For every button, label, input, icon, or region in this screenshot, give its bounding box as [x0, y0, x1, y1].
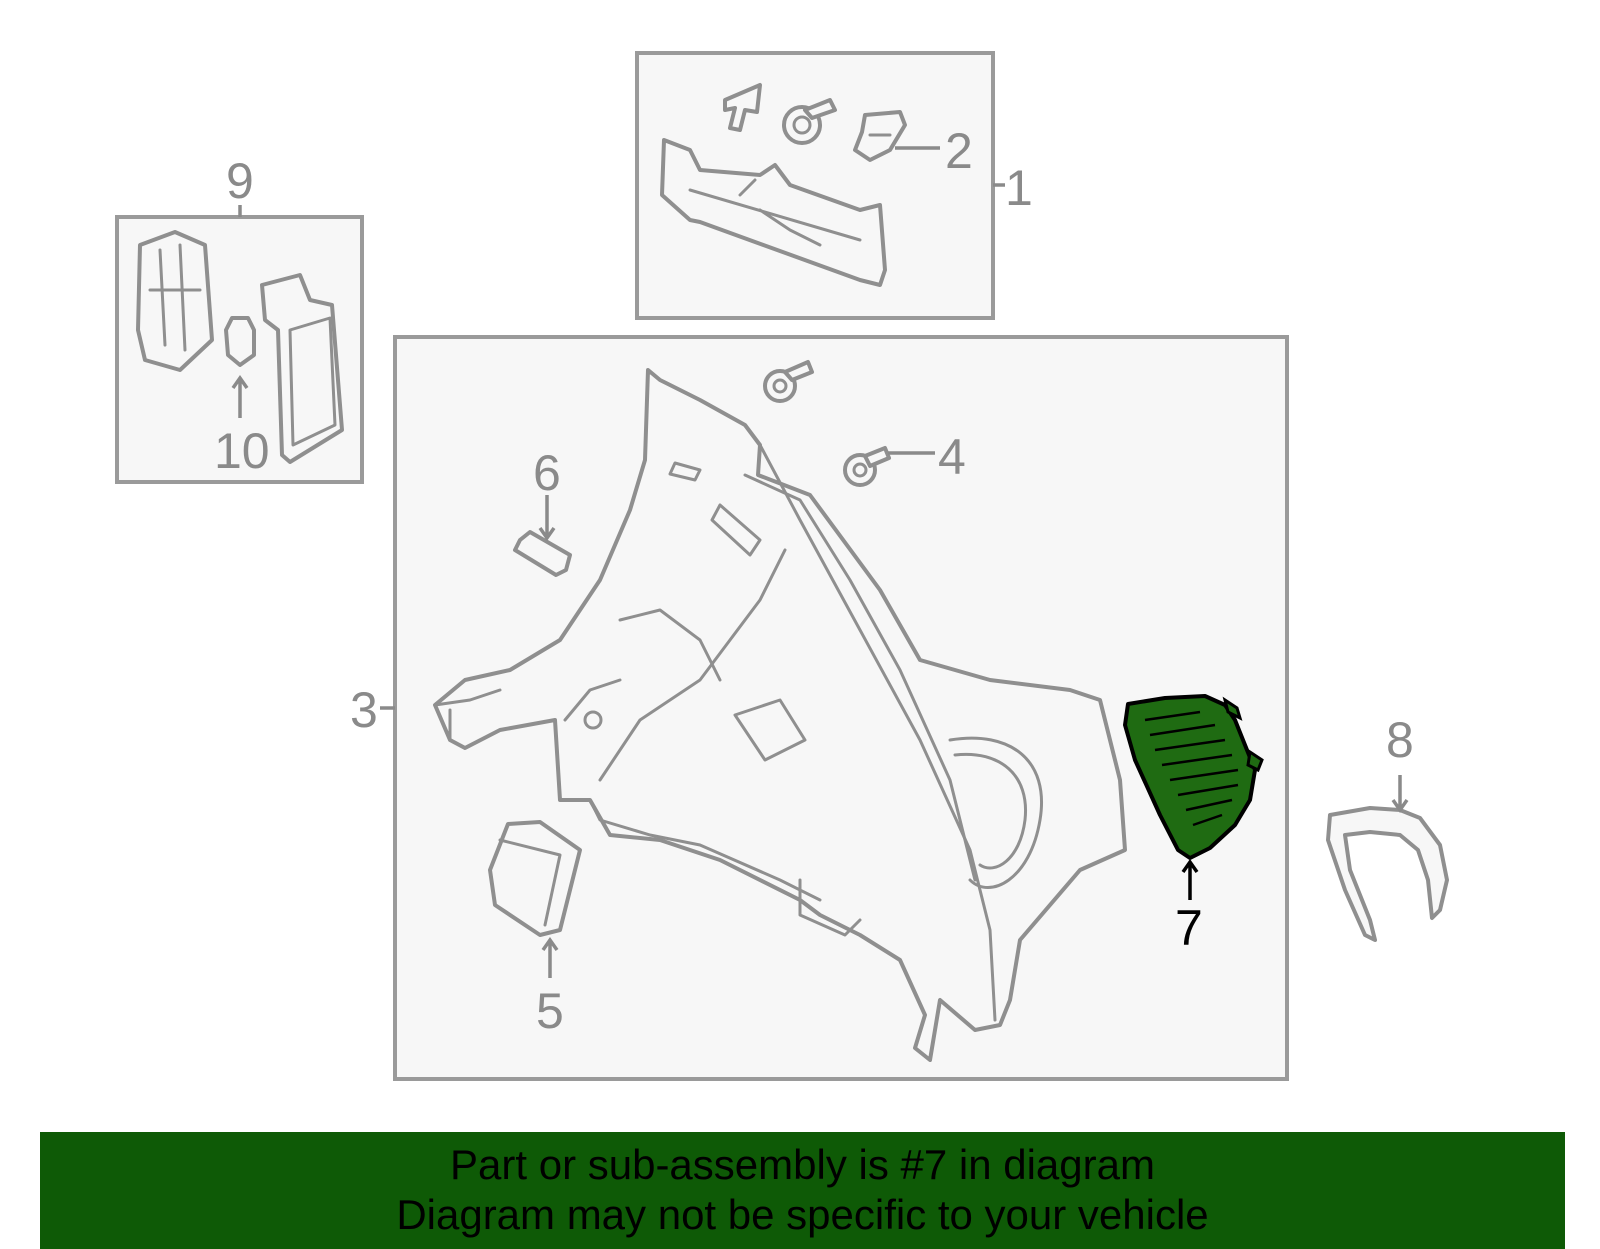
part-7-highlighted-vent[interactable] [1123, 694, 1264, 860]
part-clip-top-3[interactable] [763, 360, 814, 403]
part-1-bracket[interactable] [660, 138, 887, 287]
part-8-trim-ring[interactable] [1326, 806, 1449, 942]
leader-7 [1181, 858, 1199, 900]
part-clip-arrow[interactable] [723, 83, 762, 132]
part-6-plug[interactable] [513, 530, 572, 577]
callout-2: 2 [945, 123, 973, 179]
leader-10 [231, 374, 249, 418]
callout-9: 9 [226, 153, 254, 209]
callout-8: 8 [1386, 712, 1414, 768]
info-banner: Part or sub-assembly is #7 in diagram Di… [40, 1132, 1565, 1249]
callout-6: 6 [533, 445, 561, 501]
leader-6 [538, 495, 556, 542]
part-5-cover[interactable] [488, 820, 582, 937]
banner-line-part: Part or sub-assembly is #7 in diagram [450, 1141, 1155, 1188]
part-9-lens[interactable] [260, 273, 344, 464]
callout-10: 10 [214, 423, 270, 479]
callout-1: 1 [1005, 160, 1033, 216]
leader-8 [1391, 775, 1409, 814]
callout-5: 5 [536, 983, 564, 1039]
callout-7: 7 [1175, 900, 1203, 956]
callout-3: 3 [350, 682, 378, 738]
part-3-quarter-trim-panel[interactable] [433, 368, 1127, 1062]
part-push-pin-top[interactable] [782, 98, 837, 145]
leader-5 [541, 936, 559, 978]
banner-line-disclaimer: Diagram may not be specific to your vehi… [396, 1191, 1209, 1238]
part-9-lamp-housing[interactable] [136, 230, 214, 372]
part-4-clip[interactable] [843, 446, 891, 487]
part-2-clip[interactable] [853, 110, 907, 162]
callout-4: 4 [938, 429, 966, 485]
part-10-bulb[interactable] [224, 316, 256, 367]
